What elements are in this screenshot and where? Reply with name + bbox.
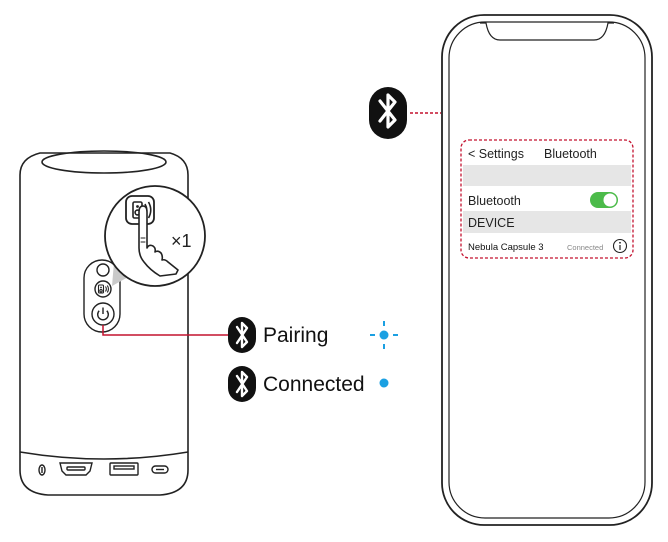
device-row[interactable]: Nebula Capsule 3 Connected xyxy=(468,238,628,254)
phone xyxy=(441,14,653,526)
connector-lines xyxy=(102,112,441,336)
connected-label: Connected xyxy=(263,373,365,396)
bluetooth-badge xyxy=(369,87,407,139)
hdmi-port xyxy=(59,462,93,476)
bluetooth-settings-screen: < Settings Bluetooth Bluetooth DEVICE Ne… xyxy=(460,139,634,259)
device-name: Nebula Capsule 3 xyxy=(468,242,544,253)
bluetooth-icon xyxy=(228,317,256,353)
press-count-label: ×1 xyxy=(171,231,192,251)
pressing-finger xyxy=(138,205,179,277)
power-button[interactable] xyxy=(91,302,115,326)
bluetooth-button[interactable] xyxy=(94,280,112,298)
bluetooth-speaker-button-icon xyxy=(97,284,109,294)
back-settings-link[interactable]: < Settings xyxy=(468,147,524,161)
device-header-row xyxy=(463,211,631,233)
dc-port xyxy=(38,464,46,476)
usb-c-port xyxy=(151,465,169,474)
info-icon[interactable] xyxy=(612,238,628,254)
screen-title: Bluetooth xyxy=(544,147,597,161)
bluetooth-setting-label: Bluetooth xyxy=(468,194,521,208)
solid-led-icon xyxy=(379,378,389,388)
blinking-led-icon xyxy=(370,321,398,349)
bluetooth-icon xyxy=(369,87,407,139)
spacer-row xyxy=(463,165,631,186)
magnifier-callout xyxy=(104,185,206,287)
top-small-button[interactable] xyxy=(96,263,110,277)
bluetooth-toggle[interactable] xyxy=(590,192,618,208)
ports xyxy=(38,462,169,476)
bluetooth-icon xyxy=(228,366,256,402)
power-icon xyxy=(97,307,109,321)
pairing-label: Pairing xyxy=(263,324,328,347)
bluetooth-toggle-row: Bluetooth xyxy=(468,192,618,208)
legend-pairing: Pairing xyxy=(228,317,398,353)
usb-port xyxy=(109,462,139,476)
legend-connected: Connected xyxy=(228,366,389,402)
phone-notch xyxy=(480,22,614,41)
power-to-legend-line xyxy=(102,325,230,336)
device-status: Connected xyxy=(567,243,603,252)
device-section-header: DEVICE xyxy=(468,216,515,230)
